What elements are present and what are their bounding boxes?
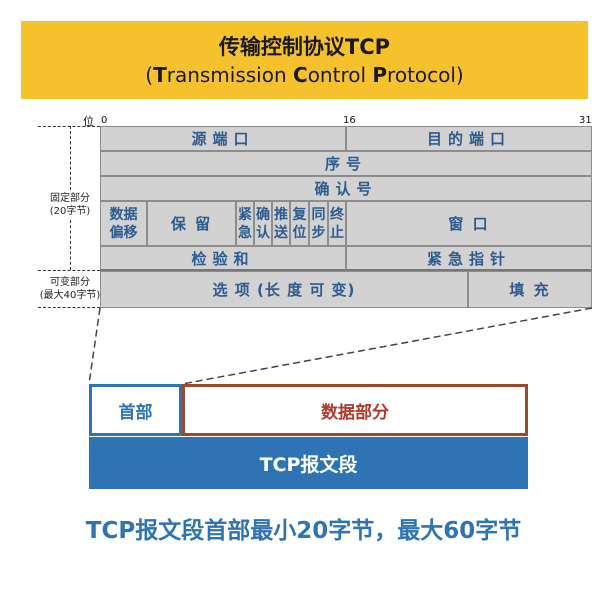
- bit-label-31: 31: [579, 115, 592, 126]
- field-padding: 填 充: [468, 271, 592, 308]
- funnel-line-right: [181, 307, 593, 385]
- field-destination-port: 目的端口: [346, 126, 592, 151]
- field-data-offset-text: 数据偏移: [109, 206, 138, 241]
- flag-psh-text: 推送: [274, 206, 288, 241]
- summary-caption: TCP报文段首部最小20字节，最大60字节: [85, 518, 522, 544]
- fixed-part-text: 固定部分: [50, 193, 90, 204]
- field-data-offset: 数据偏移: [100, 201, 147, 246]
- flag-syn-text: 同步: [311, 206, 326, 241]
- fixed-top-vline: [70, 126, 71, 190]
- flag-ack-text: 确认: [256, 206, 270, 241]
- title-letter-c: C: [293, 63, 308, 87]
- flag-rst-text: 复位: [292, 206, 307, 241]
- tcp-segment-bar: TCP报文段: [89, 437, 528, 489]
- field-window: 窗 口: [346, 201, 592, 246]
- title-letter-t: T: [153, 63, 167, 87]
- field-urgent-pointer: 紧急指针: [346, 246, 592, 271]
- flag-fin: 终止: [328, 201, 346, 246]
- tcp-header-table: 源端口 目的端口 序号 确认号 数据偏移 保 留 紧急 确认 推送 复位 同步 …: [100, 126, 592, 308]
- field-reserved: 保 留: [147, 201, 236, 246]
- variable-part-label: 可变部分 (最大40字节): [30, 276, 110, 302]
- segment-header-block: 首部: [89, 384, 182, 436]
- title-paren-open: (: [145, 63, 154, 87]
- title-chinese: 传输控制协议TCP: [218, 35, 391, 59]
- flag-psh: 推送: [272, 201, 290, 246]
- fixed-top-dash: [38, 126, 100, 127]
- flag-urg: 紧急: [236, 201, 254, 246]
- bit-label-16: 16: [343, 115, 356, 126]
- fixed-bottom-dash: [38, 270, 100, 271]
- title-letter-p: P: [372, 63, 388, 87]
- variable-part-text: 可变部分: [50, 277, 90, 288]
- bit-label-0: 0: [101, 115, 108, 126]
- flag-rst: 复位: [290, 201, 309, 246]
- fixed-part-size: (20字节): [49, 206, 91, 217]
- funnel-line-left: [88, 307, 101, 385]
- flag-ack: 确认: [254, 201, 272, 246]
- field-source-port: 源端口: [100, 126, 346, 151]
- flag-urg-text: 紧急: [238, 206, 252, 241]
- title-word-transmission: ransmission: [166, 63, 293, 87]
- flag-fin-text: 终止: [330, 206, 344, 241]
- title-word-protocol: rotocol): [387, 63, 464, 87]
- title-banner: 传输控制协议TCP (Transmission Control Protocol…: [21, 21, 588, 99]
- variable-bottom-dash: [38, 307, 100, 308]
- fixed-bottom-vline: [70, 220, 71, 270]
- flag-syn: 同步: [309, 201, 328, 246]
- bit-label-wei: 位: [83, 115, 94, 128]
- field-ack-number: 确认号: [100, 176, 592, 201]
- field-checksum: 检验和: [100, 246, 346, 271]
- field-sequence-number: 序号: [100, 151, 592, 176]
- fixed-part-label: 固定部分 (20字节): [38, 192, 102, 218]
- title-english: (Transmission Control Protocol): [21, 63, 588, 87]
- title-word-control: ontrol: [307, 63, 373, 87]
- segment-data-block: 数据部分: [182, 384, 528, 436]
- variable-part-size: (最大40字节): [39, 290, 101, 301]
- field-options: 选 项 (长 度 可 变): [100, 271, 468, 308]
